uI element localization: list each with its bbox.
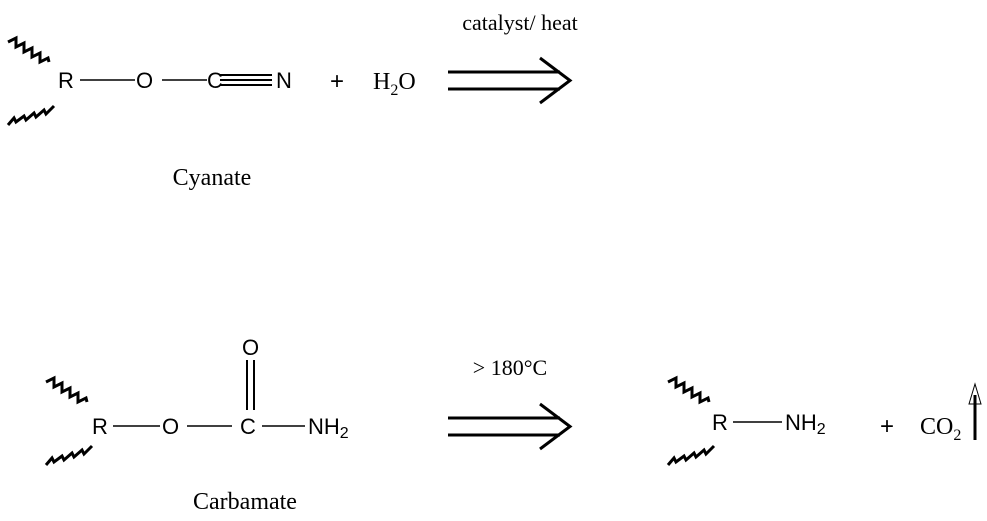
reaction-2-plus: + xyxy=(880,413,894,440)
water-h: H xyxy=(373,69,390,95)
cyanate-name: Cyanate xyxy=(173,165,252,191)
reaction-1-condition: catalyst/ heat xyxy=(462,10,577,35)
carbamate-nh2: NH2 xyxy=(308,414,349,442)
carbamate-nh-text: NH xyxy=(308,414,340,439)
polymer-chain-lower-squiggle xyxy=(6,104,56,126)
water-formula: H2O xyxy=(373,69,416,99)
cyanate-r-label: R xyxy=(58,68,74,93)
cyanate-structure: R O C N xyxy=(6,35,292,126)
water-o: O xyxy=(398,69,415,95)
amine-nh-text: NH xyxy=(785,410,817,435)
carbamate-nh-subscript: 2 xyxy=(340,425,349,442)
polymer-chain-upper-squiggle xyxy=(45,375,89,405)
reaction-1: catalyst/ heat R O C N + H2O Cyanate xyxy=(6,10,578,191)
amine-product-structure: R NH2 xyxy=(666,375,826,466)
co2-subscript: 2 xyxy=(953,427,961,444)
carbamate-c-label: C xyxy=(240,414,256,439)
reaction-1-arrow xyxy=(448,56,573,105)
polymer-chain-lower-squiggle xyxy=(44,444,94,466)
reaction-1-plus: + xyxy=(330,68,344,95)
carbamate-o-label: O xyxy=(162,414,179,439)
reaction-2-arrow xyxy=(448,402,573,451)
amine-nh2: NH2 xyxy=(785,410,826,438)
amine-r-label: R xyxy=(712,410,728,435)
amine-nh-subscript: 2 xyxy=(817,421,826,438)
carbamate-structure: R O C O NH2 xyxy=(44,335,349,466)
reaction-2: R O C O NH2 > 180°C R NH2 + CO2 xyxy=(44,335,982,515)
cyanate-n-label: N xyxy=(276,68,292,93)
reaction-2-condition: > 180°C xyxy=(473,355,547,380)
cyanate-o-label: O xyxy=(136,68,153,93)
carbamate-r-label: R xyxy=(92,414,108,439)
water-subscript: 2 xyxy=(390,82,398,99)
polymer-chain-upper-squiggle xyxy=(667,375,711,405)
polymer-chain-upper-squiggle xyxy=(7,35,51,65)
carbamate-name: Carbamate xyxy=(193,489,297,515)
polymer-chain-lower-squiggle xyxy=(666,444,716,466)
cyanate-c-label: C xyxy=(207,68,223,93)
co2-text: CO xyxy=(920,414,953,440)
co2-formula: CO2 xyxy=(920,414,961,444)
gas-evolution-arrow xyxy=(968,382,982,440)
carbonyl-o-label: O xyxy=(242,335,259,360)
